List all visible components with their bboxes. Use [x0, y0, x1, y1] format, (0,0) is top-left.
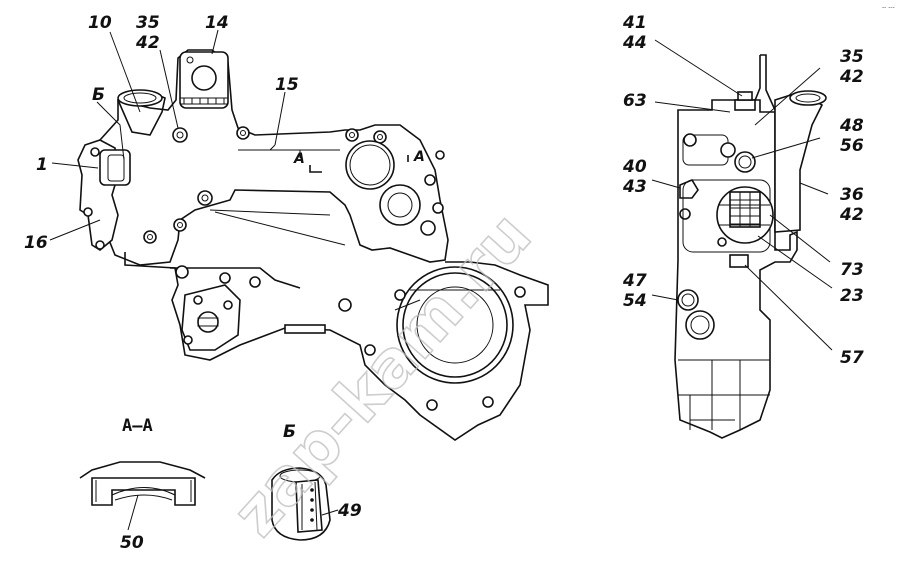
callout-73: 73 — [840, 260, 864, 280]
section-mark-a-right: A — [413, 149, 425, 165]
callout-15: 15 — [275, 75, 299, 95]
section-mark-a-left: A — [293, 151, 305, 167]
callout-42-right-mid: 42 — [839, 205, 864, 225]
callout-labels: 10 35 42 14 15 Б 1 16 A A 41 44 35 42 63… — [24, 13, 864, 553]
corner-mark: -- --- — [882, 4, 895, 11]
section-title-a-a: A–A — [122, 416, 153, 436]
callout-44: 44 — [622, 33, 647, 53]
callout-35-right: 35 — [840, 47, 864, 67]
callout-48: 48 — [839, 116, 864, 136]
leader-lines — [49, 29, 833, 531]
callout-40: 40 — [622, 157, 647, 177]
callout-63: 63 — [623, 91, 647, 111]
detail-b — [271, 467, 331, 541]
callout-43: 43 — [622, 177, 647, 197]
callout-1: 1 — [36, 155, 48, 175]
callout-23: 23 — [840, 286, 864, 306]
detail-title-b: Б — [283, 422, 296, 442]
callout-49: 49 — [337, 501, 362, 521]
callout-b-main: Б — [92, 85, 105, 105]
callout-57: 57 — [840, 348, 864, 368]
callout-42-right-top: 42 — [839, 67, 864, 87]
callout-14: 14 — [205, 13, 229, 33]
callout-47: 47 — [622, 271, 647, 291]
callout-56: 56 — [840, 136, 864, 156]
callout-35-left: 35 — [136, 13, 160, 33]
callout-10: 10 — [88, 13, 112, 33]
callout-42-left: 42 — [135, 33, 160, 53]
side-view-assembly — [674, 54, 827, 439]
callout-16: 16 — [24, 233, 48, 253]
callout-41: 41 — [622, 13, 647, 33]
callout-36: 36 — [840, 185, 864, 205]
section-a-a — [79, 461, 206, 506]
watermark: zap-kam.ru — [219, 199, 546, 551]
front-cover-assembly — [77, 49, 549, 441]
callout-54: 54 — [623, 291, 647, 311]
callout-50: 50 — [120, 533, 144, 553]
